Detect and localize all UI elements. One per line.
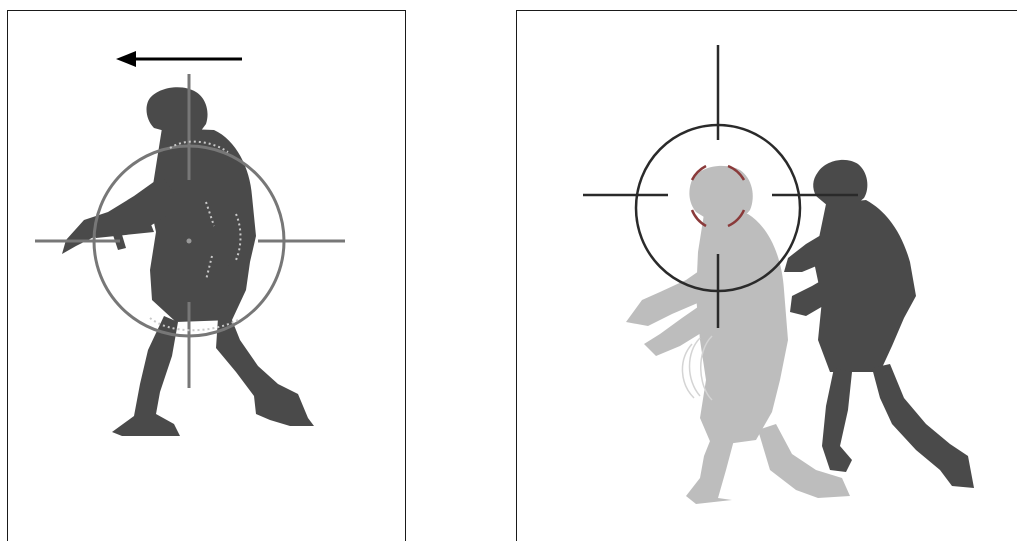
previous-position-silhouette [626,166,850,504]
left-arrow-icon [116,51,242,67]
current-soldier-silhouette [784,160,974,488]
